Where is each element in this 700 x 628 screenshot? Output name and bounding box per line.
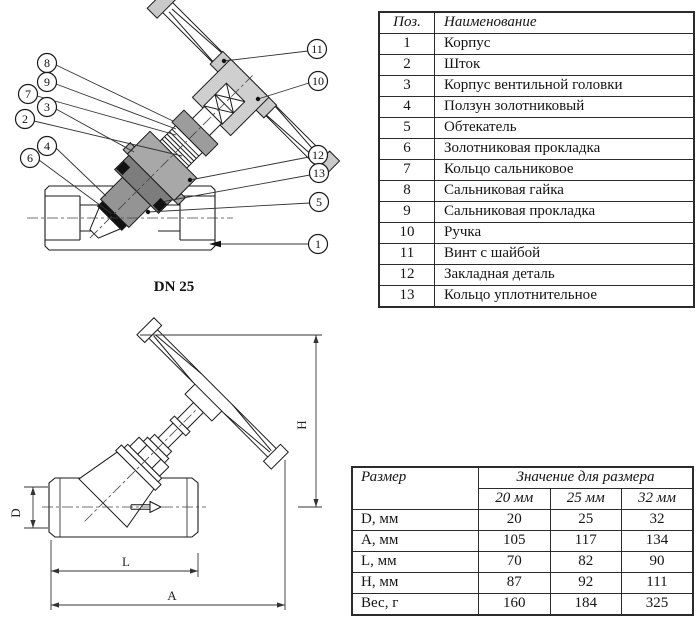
valve-bonnet-assembly [89,0,341,239]
flow-direction-arrow [130,500,163,514]
dimension-lines: D L A H [8,334,322,610]
size-table: Размер Значение для размера 20 мм 25 мм … [351,466,694,616]
parts-header-name: Наименование [434,11,695,34]
dim-label-d: D [8,508,23,517]
parts-table-header-row: Поз. Наименование [378,11,695,34]
dn-label: DN 25 [154,279,194,295]
size-header: Размер [351,466,479,510]
callout-2: 2 [22,112,28,126]
callout-10: 10 [312,74,324,88]
table-row: Вес, г 160 184 325 [351,593,694,616]
parts-header-pos: Поз. [378,11,435,34]
table-row: A, мм 105 117 134 [351,530,694,552]
callout-12: 12 [312,148,324,162]
callout-leaders [33,50,311,248]
valve-cross-section-diagram: 8 9 7 3 2 4 6 11 10 12 13 5 1 DN 25 [14,0,341,295]
callout-5: 5 [316,195,322,209]
dim-label-h: H [294,420,309,429]
callout-8: 8 [44,56,50,70]
callout-13: 13 [313,166,325,180]
table-row: L, мм 70 82 90 [351,551,694,573]
size-table-header-row: Размер Значение для размера [351,466,694,510]
valve-bonnet-outline [78,317,289,528]
callout-9: 9 [44,75,50,89]
callout-4: 4 [44,139,50,153]
dim-label-l: L [122,554,130,569]
callout-7: 7 [25,87,31,101]
value-header: Значение для размера [478,466,694,489]
dim-label-a: A [167,588,177,603]
callout-3: 3 [44,100,50,114]
callout-11: 11 [311,42,323,56]
table-row: D, мм 20 25 32 [351,509,694,531]
table-row: H, мм 87 92 111 [351,572,694,594]
callout-1: 1 [315,237,321,251]
valve-dimension-diagram: D L A H [8,317,322,610]
callout-6: 6 [27,151,33,165]
callout-balloons: 8 9 7 3 2 4 6 11 10 12 13 5 1 [14,38,330,255]
